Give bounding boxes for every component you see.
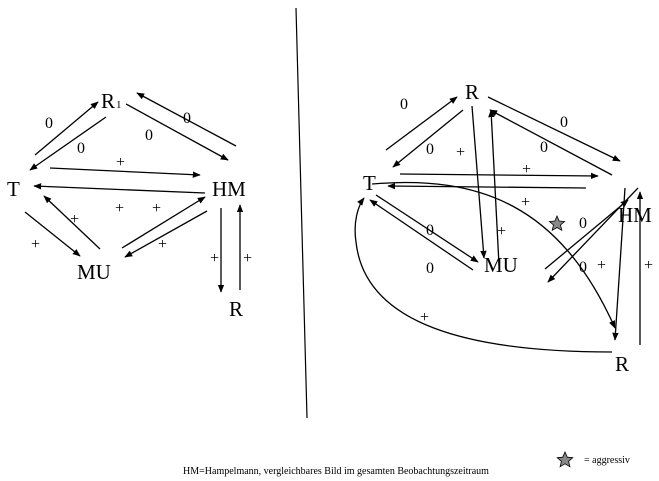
left-label-mu-hm: + bbox=[158, 236, 167, 253]
right-edge-r-to-mu bbox=[471, 105, 487, 259]
right-edge-t-to-hm-a bbox=[399, 172, 599, 180]
left-edge-hm-to-t bbox=[33, 183, 206, 194]
left-label-hm-r: + bbox=[210, 250, 219, 267]
right-node-r-bottom: R bbox=[615, 352, 629, 376]
left-edge-t-to-hm bbox=[49, 167, 201, 178]
right-label-r-t-lower: 0 bbox=[426, 141, 434, 158]
left-edge-mu-to-hm bbox=[121, 196, 206, 249]
right-edge-hm-to-t-b bbox=[387, 182, 587, 190]
left-label-r1-t-lower: 0 bbox=[77, 140, 85, 157]
right-label-hm-mu-b: 0 bbox=[579, 259, 587, 276]
left-label-t-r1-upper: 0 bbox=[45, 115, 53, 132]
right-label-r-mu: + bbox=[456, 144, 465, 161]
left-edge-mu-to-t bbox=[43, 195, 101, 250]
left-edge-hm-to-mu bbox=[124, 210, 208, 258]
right-label-hm-mu-a: 0 bbox=[579, 215, 587, 232]
right-label-hm-r-upper: 0 bbox=[560, 114, 568, 131]
legend-label: = aggressiv bbox=[584, 455, 630, 466]
right-label-hm-r: + bbox=[597, 257, 606, 274]
left-label-hm-r1-upper: 0 bbox=[183, 110, 191, 127]
left-label-hm-t-mid-b: + bbox=[152, 200, 161, 217]
left-node-r: R bbox=[229, 297, 243, 321]
right-node-t: T bbox=[363, 171, 376, 195]
right-edge-r-to-t-arc bbox=[354, 197, 613, 353]
right-edge-hm-to-mu bbox=[547, 187, 639, 283]
right-edge-t-to-r bbox=[385, 96, 458, 151]
left-edge-t-to-mu bbox=[24, 211, 81, 257]
right-label-mu-r: + bbox=[497, 223, 506, 240]
left-node-hm: HM bbox=[212, 177, 246, 201]
left-label-mu-t: + bbox=[70, 211, 79, 228]
left-edge-r1-to-t bbox=[29, 116, 107, 171]
left-node-r1: R bbox=[101, 89, 115, 113]
left-label-t-hm-top: + bbox=[116, 154, 125, 171]
right-label-t-r-upper: 0 bbox=[400, 96, 408, 113]
right-label-r-hm: + bbox=[644, 257, 653, 274]
aggressive-star-icon bbox=[548, 215, 566, 232]
right-edge-t-to-mu bbox=[375, 194, 479, 263]
left-node-mu: MU bbox=[77, 260, 111, 284]
right-edge-hm-to-r bbox=[612, 187, 626, 341]
legend-star-icon bbox=[556, 451, 574, 468]
legend: = aggressiv bbox=[556, 451, 630, 468]
right-edge-r-to-t bbox=[392, 109, 464, 168]
left-graph: R 1 T HM MU R 0 0 0 0 + + + + + + + + bbox=[7, 89, 252, 321]
divider-line bbox=[295, 7, 308, 419]
left-label-hm-t-mid-a: + bbox=[115, 200, 124, 217]
right-edge-mu-to-t bbox=[369, 199, 474, 271]
right-label-t-hm-b: + bbox=[521, 194, 530, 211]
left-edge-hm-to-r1 bbox=[136, 92, 237, 147]
right-edge-t-to-r-curve bbox=[371, 181, 616, 329]
right-node-mu: MU bbox=[484, 253, 518, 277]
right-graph: R T HM MU R 0 0 0 0 + + + 0 0 + 0 0 + bbox=[354, 80, 653, 376]
right-edge-hm-to-r bbox=[489, 109, 613, 176]
left-label-r-hm: + bbox=[243, 250, 252, 267]
right-edge-r-to-hm bbox=[487, 96, 621, 162]
left-edge-r1-to-hm bbox=[125, 103, 229, 161]
caption-text: HM=Hampelmann, vergleichbares Bild im ge… bbox=[183, 466, 489, 477]
left-label-r1-hm-lower: 0 bbox=[145, 127, 153, 144]
right-edge-mu-to-hm bbox=[544, 199, 629, 270]
right-node-r-top: R bbox=[465, 80, 479, 104]
left-edge-t-to-r1 bbox=[34, 101, 99, 156]
right-label-arc-r-t: + bbox=[420, 309, 429, 326]
left-node-t: T bbox=[7, 177, 20, 201]
right-label-t-mu-a: 0 bbox=[426, 222, 434, 239]
right-label-r-hm-lower: 0 bbox=[540, 139, 548, 156]
left-node-r1-subscript: 1 bbox=[116, 99, 122, 111]
right-label-t-hm-a: + bbox=[522, 161, 531, 178]
left-label-t-mu: + bbox=[31, 236, 40, 253]
right-label-t-mu-b: 0 bbox=[426, 260, 434, 277]
